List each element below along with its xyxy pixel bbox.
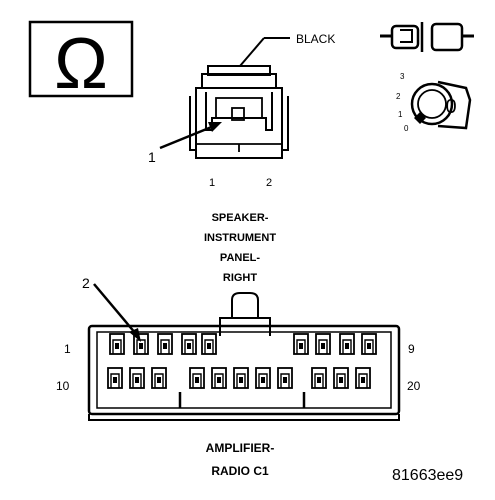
amp-pin-10-label: 10 bbox=[56, 379, 70, 393]
amp-pin-cavity-6 bbox=[293, 333, 309, 355]
amp-pin-cavity-10 bbox=[107, 367, 123, 389]
connector-color-label: BLACK bbox=[296, 32, 335, 46]
amp-pin-20-label: 20 bbox=[407, 379, 421, 393]
amp-pin-cavity-1 bbox=[109, 333, 125, 355]
amp-pin-cavity-18 bbox=[311, 367, 327, 389]
ohm-icon: Ω bbox=[54, 24, 108, 104]
amp-pin-cavity-4 bbox=[181, 333, 197, 355]
amp-pin-cavity-8 bbox=[339, 333, 355, 355]
amp-pin-cavity-11 bbox=[129, 367, 145, 389]
speaker-name-line-4: RIGHT bbox=[223, 272, 258, 284]
amp-pin-9-label: 9 bbox=[408, 342, 415, 356]
speaker-name-line-1: SPEAKER- bbox=[212, 212, 269, 224]
speaker-name-line-3: PANEL- bbox=[220, 252, 260, 264]
amp-pin-cavity-20 bbox=[355, 367, 371, 389]
speaker-connector-drawing: BLACK 1 1 2 bbox=[148, 32, 335, 189]
amp-pin-cavity-13 bbox=[189, 367, 205, 389]
amplifier-name-line-2: RADIO C1 bbox=[211, 464, 269, 478]
amp-pin-cavity-19 bbox=[333, 367, 349, 389]
speaker-pin-1: 1 bbox=[209, 177, 215, 189]
callout-1-label: 1 bbox=[148, 149, 156, 165]
speaker-name-line-2: INSTRUMENT bbox=[204, 232, 276, 244]
key-position-0: 0 bbox=[404, 124, 409, 133]
speaker-pin-2: 2 bbox=[266, 177, 272, 189]
amp-pin-cavity-15 bbox=[233, 367, 249, 389]
ohmmeter-symbol: Ω bbox=[28, 20, 134, 104]
amp-pin-cavity-9 bbox=[361, 333, 377, 355]
key-position-3: 3 bbox=[400, 72, 405, 81]
amplifier-name-line-1: AMPLIFIER- bbox=[206, 441, 275, 455]
ignition-key-icon: 0 3 2 1 0 bbox=[380, 22, 474, 133]
speaker-connector-name: SPEAKER- INSTRUMENT PANEL- RIGHT bbox=[204, 212, 276, 284]
key-position-2: 2 bbox=[396, 92, 401, 101]
key-label: 0 bbox=[445, 96, 456, 118]
callout-2-label: 2 bbox=[82, 275, 90, 291]
amp-pin-cavity-14 bbox=[211, 367, 227, 389]
amp-pin-1-label: 1 bbox=[64, 342, 71, 356]
figure-id: 81663ee9 bbox=[392, 467, 463, 484]
amp-pin-cavity-7 bbox=[315, 333, 331, 355]
amp-pin-cavity-16 bbox=[255, 367, 271, 389]
amp-pin-cavity-3 bbox=[157, 333, 173, 355]
amp-pin-cavity-17 bbox=[277, 367, 293, 389]
amp-pin-cavity-12 bbox=[151, 367, 167, 389]
amp-pin-cavity-2 bbox=[133, 333, 149, 355]
amplifier-connector-drawing: 2 1 9 10 20 bbox=[56, 275, 421, 421]
key-position-1: 1 bbox=[398, 110, 403, 119]
amp-pin-cavity-5 bbox=[201, 333, 217, 355]
